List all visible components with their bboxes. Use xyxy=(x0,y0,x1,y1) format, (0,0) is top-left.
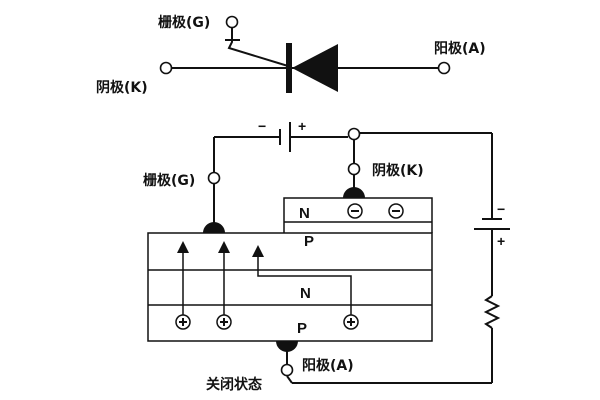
hole-symbol-3 xyxy=(343,314,359,330)
symbol-anode-terminal xyxy=(437,61,451,75)
symbol-gate-label: 栅极(G) xyxy=(158,14,210,31)
diode-triangle xyxy=(292,44,338,92)
electron-symbol-1 xyxy=(347,203,363,219)
anode-wire-join xyxy=(286,375,293,384)
anode-terminal xyxy=(280,363,294,377)
cathode-terminal xyxy=(347,162,361,176)
electron-symbol-2 xyxy=(388,203,404,219)
layer-n-top-label: N xyxy=(299,205,310,222)
cathode-contact xyxy=(343,187,365,198)
anode-contact xyxy=(276,341,298,352)
layer-p-bottom-label: P xyxy=(297,320,307,337)
top-battery-plus: + xyxy=(298,118,306,134)
symbol-cathode-label: 阴极(K) xyxy=(96,79,148,96)
right-battery-minus: − xyxy=(497,201,505,217)
thyristor-symbol: 栅极(G) 阴极(K) 阳极(A) xyxy=(96,14,486,96)
gate-contact xyxy=(203,222,225,233)
off-state-label: 关闭状态 xyxy=(206,376,262,393)
hole-symbol-1 xyxy=(175,314,191,330)
top-battery-minus: − xyxy=(258,118,266,134)
external-circuit: − + − + xyxy=(207,118,510,384)
symbol-anode-label: 阳极(A) xyxy=(434,40,486,57)
hole-symbol-2 xyxy=(216,314,232,330)
diode-bar xyxy=(286,43,292,93)
gate-label: 栅极(G) xyxy=(143,172,195,189)
anode-label: 阳极(A) xyxy=(302,357,354,374)
thyristor-structure: N P N P xyxy=(147,187,433,352)
right-battery-plus: + xyxy=(497,233,505,249)
hole-flow-arrow-3 xyxy=(252,245,352,315)
layer-n-label: N xyxy=(300,285,311,302)
gate-lead xyxy=(227,28,289,67)
structure-body xyxy=(147,232,433,342)
cathode-top-terminal xyxy=(347,127,361,141)
symbol-gate-terminal xyxy=(225,15,239,29)
layer-p-label: P xyxy=(304,233,314,250)
cathode-label: 阴极(K) xyxy=(372,162,424,179)
symbol-cathode-terminal xyxy=(159,61,173,75)
resistor xyxy=(483,295,501,329)
gate-terminal xyxy=(207,171,221,185)
